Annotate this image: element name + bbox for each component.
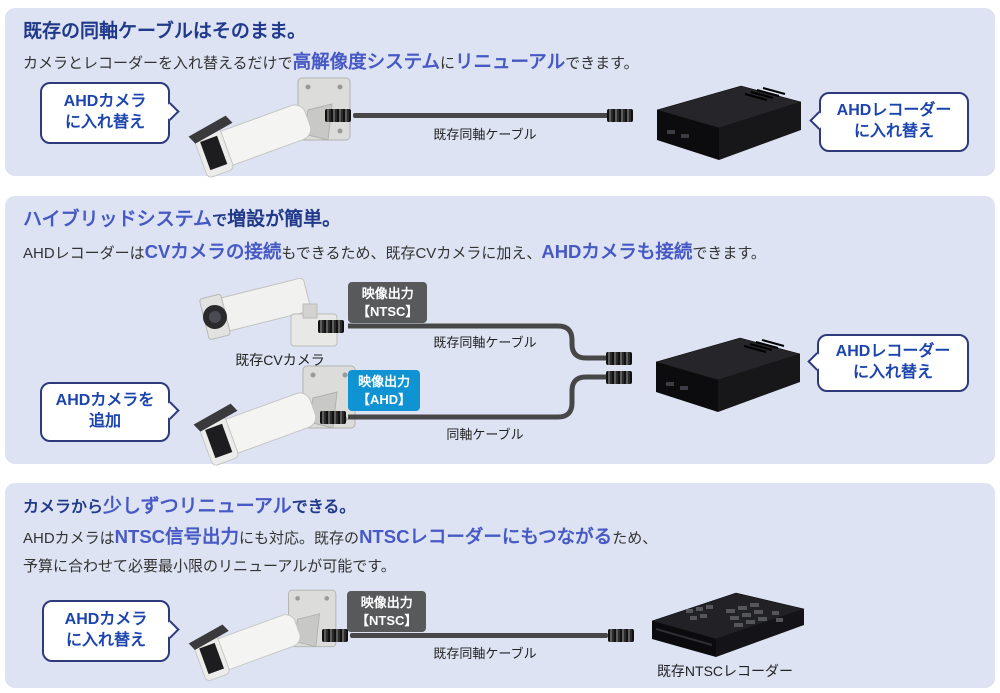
panel3-title: カメラから少しずつリニューアルできる。 [23,491,355,518]
panel3-title-navy2: できる。 [291,499,356,516]
cable-label: 既存同軸ケーブル [433,335,537,350]
bubble-line: に入れ替え [853,123,934,140]
ntsc-output-badge: 映像出力 【NTSC】 [348,282,428,324]
panel1-sub-plain1: カメラとレコーダーを入れ替えるだけで [23,55,293,72]
panel3-title-accent: 少しずつリニューアル [103,496,292,517]
bubble-line: AHDカメラ [64,611,148,629]
panel2-title-particle: で [212,212,228,229]
bubble-line: AHDカメラ [63,93,147,111]
panel1-title: 既存の同軸ケーブルはそのまま。 [23,16,306,43]
panel2-title: ハイブリッドシステムで増設が簡単。 [23,204,341,231]
bubble-line: AHDレコーダー [835,343,951,361]
panel1-sub-plain3: できます。 [565,55,639,72]
bubble-line: に入れ替え [852,364,933,381]
panel-gradual-renewal: カメラから少しずつリニューアルできる。 AHDカメラはNTSC信号出力にも対応。… [5,483,995,688]
panel2-title-accent: ハイブリッドシステム [23,209,213,230]
coax-cable-line [353,113,609,118]
panel1-title-text: 既存の同軸ケーブルはそのまま。 [23,21,307,42]
bnc-connector-icon [606,371,632,384]
bubble-line: AHDレコーダー [836,102,952,120]
panel3-line2-plain1: AHDカメラは [23,530,115,547]
panel1-sub-plain2: に [440,55,456,72]
panel3-line3: 予算に合わせて必要最小限のリニューアルが可能です。 [23,555,396,576]
bubble-line: に入れ替え [65,632,146,649]
panel1-sub-accent1: 高解像度システム [292,51,441,72]
panel3-line2-plain2: にも対応。既存の [239,530,360,547]
panel2-title-navy: 増設が簡単。 [227,209,342,230]
ahd-recorder-image [655,337,801,412]
panel3-line2-plain3: ため、 [612,530,658,547]
badge-line: 【NTSC】 [356,612,418,628]
ahd-camera-image [188,589,337,681]
panel2-sub-accent2: AHDカメラも接続 [541,241,693,262]
ahd-camera-image [193,365,356,466]
bubble-replace-camera: AHDカメラ に入れ替え [40,82,180,144]
cable-label: 既存同軸ケーブル [433,646,537,661]
ntsc-recorder-label: 既存NTSCレコーダー [656,663,794,679]
bnc-connector-icon [318,320,344,333]
bubble-replace-recorder: AHDレコーダー に入れ替え [809,92,969,152]
panel1-sub-accent2: リニューアル [455,51,566,72]
panel1-subtitle: カメラとレコーダーを入れ替えるだけで高解像度システムにリニューアルできます。 [23,48,639,74]
panel3-title-navy1: カメラから [23,499,104,516]
bnc-connector-icon [607,109,633,122]
bnc-connector-icon [325,109,351,122]
panel3-line2: AHDカメラはNTSC信号出力にも対応。既存のNTSCレコーダーにもつながるため… [23,523,657,549]
panel3-line2-accent1: NTSC信号出力 [114,526,240,547]
panel2-subtitle: AHDレコーダーはCVカメラの接続もできるため、既存CVカメラに加え、AHDカメ… [23,238,766,264]
panel3-line3-text: 予算に合わせて必要最小限のリニューアルが可能です。 [23,558,396,575]
cable-label: 同軸ケーブル [446,427,524,442]
badge-line: 映像出力 [360,595,413,610]
bnc-connector-icon [322,629,348,642]
cv-camera-label: 既存CVカメラ [235,352,325,368]
bubble-add-camera: AHDカメラを 追加 [40,382,180,442]
panel2-sub-accent1: CVカメラの接続 [144,241,282,262]
bnc-connector-icon [320,411,346,424]
panel2-sub-plain2: もできるため、既存CVカメラに加え、 [281,245,542,262]
coax-cable-curves [348,323,611,420]
badge-line: 【NTSC】 [357,303,419,319]
ntsc-output-badge: 映像出力 【NTSC】 [347,591,427,633]
badge-line: 映像出力 [361,286,414,301]
panel3-line2-accent2: NTSCレコーダーにもつながる [359,526,613,547]
panel2-sub-plain3: できます。 [692,245,766,262]
ahd-recorder-image [656,85,802,160]
badge-line: 【AHD】 [357,391,412,407]
panel2-sub-plain1: AHDレコーダーは [23,245,145,262]
bnc-connector-icon [608,629,634,642]
coax-cable-line [350,633,608,638]
bubble-line: AHDカメラを [55,392,155,410]
panel-hybrid-system: ハイブリッドシステムで増設が簡単。 AHDレコーダーはCVカメラの接続もできるた… [5,196,995,466]
cv-camera-image [199,277,338,347]
ahd-output-badge: 映像出力 【AHD】 [348,370,421,412]
bubble-line: に入れ替え [64,114,145,131]
ntsc-recorder-image [651,592,805,657]
bnc-connector-icon [606,352,632,365]
cable-label: 既存同軸ケーブル [433,127,537,142]
bubble-line: 追加 [88,413,121,430]
bubble-replace-recorder: AHDレコーダー に入れ替え [807,334,969,392]
ahd-camera-image [188,77,351,178]
panel-keep-coax: 既存の同軸ケーブルはそのまま。 カメラとレコーダーを入れ替えるだけで高解像度シス… [5,8,995,178]
bubble-replace-camera: AHDカメラ に入れ替え [42,600,180,662]
badge-line: 映像出力 [358,374,411,389]
